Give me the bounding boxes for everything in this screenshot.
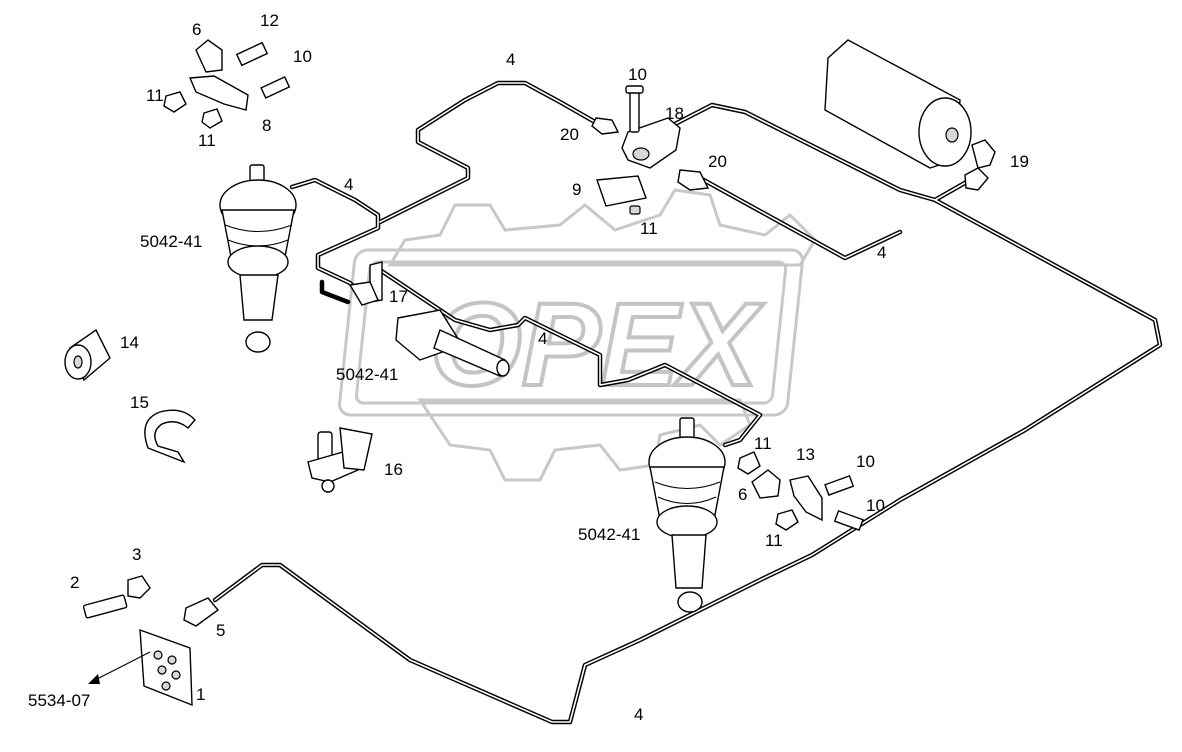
label-5: 5 (216, 621, 225, 640)
rubber-bushing (64, 328, 111, 382)
label-11-lower-top: 11 (754, 434, 772, 453)
connector-plate (88, 628, 193, 707)
label-11-top: 11 (198, 131, 216, 150)
air-lines (212, 80, 1163, 725)
bracket-set-lower (737, 451, 864, 531)
label-10-tee: 10 (628, 65, 647, 84)
watermark-frame-outer (338, 248, 805, 417)
watermark-frame-inner (354, 260, 788, 405)
label-10-lower: 10 (866, 496, 885, 515)
label-12: 12 (260, 11, 279, 30)
label-20-left: 20 (560, 125, 579, 144)
label-ref-5042-41-lower: 5042-41 (578, 525, 640, 544)
watermark-gear-bottom (417, 398, 752, 482)
label-10-top: 10 (293, 47, 312, 66)
label-19: 19 (1010, 152, 1029, 171)
label-4-center: 4 (538, 329, 547, 348)
label-16: 16 (384, 460, 403, 479)
label-4-top: 4 (506, 50, 515, 69)
valve-bracket (307, 427, 373, 493)
label-13: 13 (796, 445, 815, 464)
label-2: 2 (70, 573, 79, 592)
label-20-right: 20 (708, 152, 727, 171)
label-ref-5042-41-upper: 5042-41 (140, 232, 202, 251)
label-4-bottom: 4 (634, 705, 643, 724)
tee-connector (591, 85, 710, 215)
air-spring-upper (219, 164, 297, 353)
label-9: 9 (572, 180, 581, 199)
label-14: 14 (120, 333, 139, 352)
part-labels: 6 12 10 11 8 11 4 10 18 20 20 19 4 9 11 … (28, 11, 1029, 724)
union-fitting (183, 597, 220, 627)
hose-clamp (144, 409, 196, 464)
label-10-lower-top: 10 (856, 452, 875, 471)
air-tank (824, 39, 996, 191)
pipe-upper-loop (289, 80, 598, 305)
label-11-tee: 11 (640, 219, 658, 238)
pipe-middle-core (379, 269, 761, 446)
label-6-lower: 6 (738, 485, 747, 504)
bracket-set-top (163, 39, 291, 129)
label-ref-5534-07: 5534-07 (28, 691, 90, 710)
label-ref-5042-41-valve: 5042-41 (336, 365, 398, 384)
air-spring-lower (648, 417, 726, 613)
label-4-right: 4 (877, 243, 886, 262)
label-11-lower: 11 (765, 531, 783, 550)
label-4-upper-left: 4 (344, 175, 353, 194)
label-17: 17 (389, 287, 408, 306)
watermark: OPEX (338, 188, 817, 482)
leveling-valve (348, 261, 510, 377)
pipe-upper-loop-core (291, 82, 596, 293)
bolt-and-nut (82, 575, 151, 619)
label-8: 8 (262, 116, 271, 135)
label-11-top-left: 11 (146, 86, 164, 105)
label-1: 1 (196, 685, 205, 704)
label-6-top: 6 (192, 20, 201, 39)
label-18: 18 (665, 104, 684, 123)
watermark-gear (387, 188, 817, 267)
watermark-text: OPEX (430, 279, 764, 411)
label-3: 3 (132, 545, 141, 564)
label-15: 15 (130, 393, 149, 412)
pipe-tank-loop-core (214, 104, 1161, 723)
